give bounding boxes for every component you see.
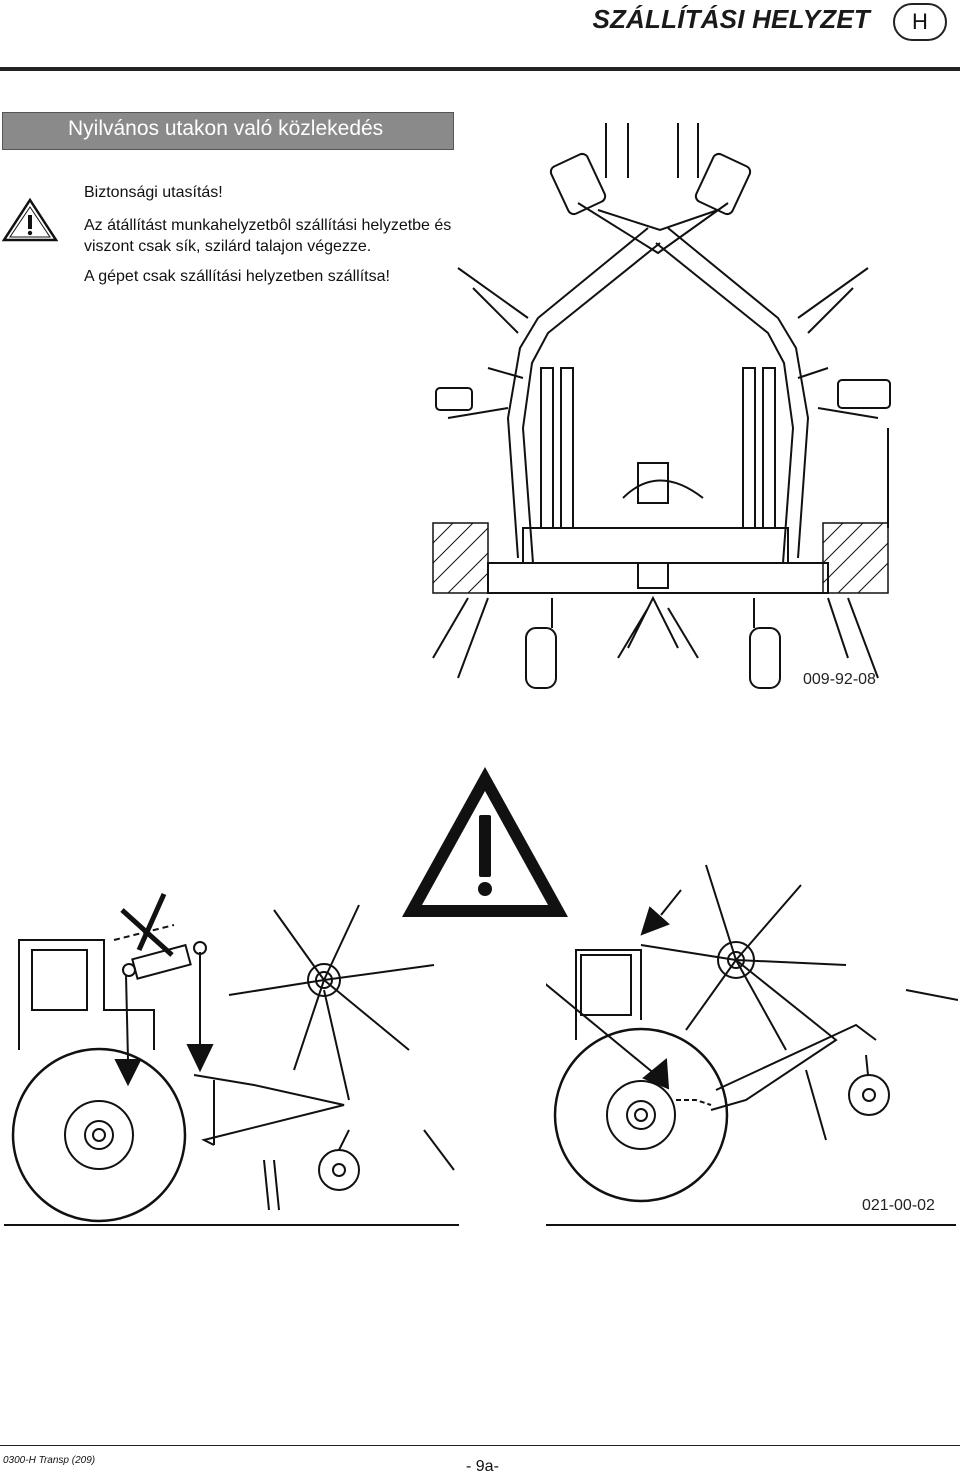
top-figure-code: 009-92-08	[803, 671, 876, 688]
transport-top-view-diagram	[432, 123, 891, 689]
tractor-side-view-right-diagram	[546, 864, 958, 1226]
header-divider	[0, 67, 960, 71]
bottom-figure-code: 021-00-02	[862, 1197, 935, 1214]
safety-line-3: A gépet csak szállítási helyzetben száll…	[84, 268, 390, 285]
warning-triangle-icon	[2, 198, 58, 242]
safety-line-1: Az átállítást munkahelyzetbôl szállítási…	[84, 217, 452, 234]
safety-heading: Biztonsági utasítás!	[84, 184, 223, 201]
page-header-title: SZÁLLÍTÁSI HELYZET	[592, 4, 870, 34]
page-number: - 9a-	[466, 1458, 499, 1475]
large-warning-sign-icon	[402, 767, 568, 917]
safety-line-2: viszont csak sík, szilárd talajon végezz…	[84, 238, 372, 255]
language-badge: H	[893, 3, 947, 41]
footer-divider	[0, 1445, 960, 1446]
section-bar	[2, 112, 454, 150]
tractor-side-view-left-diagram	[4, 892, 459, 1226]
footer-doc-ref: 0300-H Transp (209)	[3, 1455, 96, 1466]
section-title: Nyilvános utakon való közlekedés	[68, 117, 384, 140]
